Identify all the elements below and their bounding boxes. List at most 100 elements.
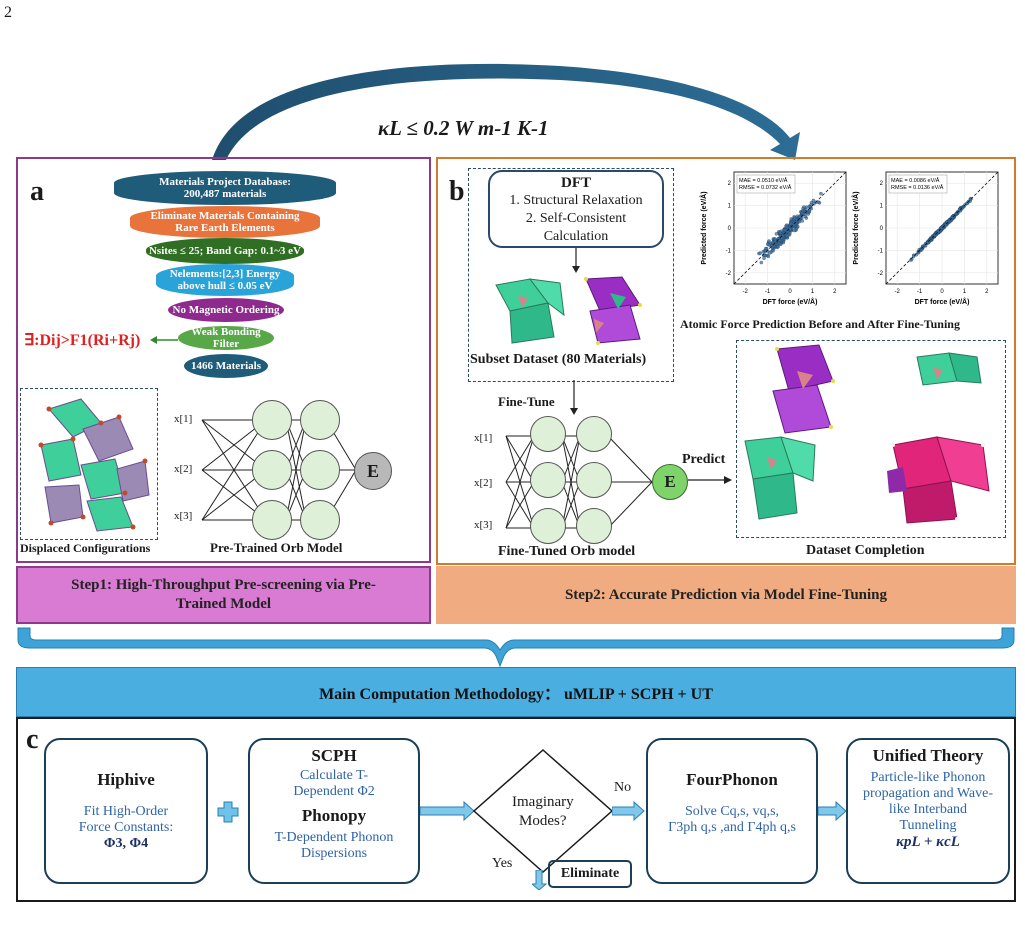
decision-line1: Imaginary	[512, 794, 574, 810]
unified-line1: Particle-like Phonon	[870, 770, 986, 785]
data-point	[928, 238, 933, 243]
dft-down-arrow	[572, 248, 580, 273]
top-arrow-label: κL ≤ 0.2 W m-1 K-1	[378, 116, 549, 140]
step2-title: Step2: Accurate Prediction via Model Fin…	[436, 566, 1016, 624]
eliminate-box: Eliminate	[548, 860, 632, 888]
y-axis-label: Predicted force (eV/Å)	[699, 191, 708, 264]
y-tick-label: -2	[878, 271, 884, 277]
funnel-level-1: Materials Project Database: 200,487 mate…	[114, 171, 336, 205]
x-tick-label: 1	[811, 289, 815, 295]
fourphonon-box: FourPhonon Solve Cq,s, vq,s, Γ3ph q,s ,a…	[646, 738, 818, 884]
data-point	[798, 215, 802, 219]
data-point	[766, 254, 771, 259]
y-tick-label: -1	[726, 248, 732, 254]
finetuned-node	[530, 416, 566, 452]
pretrained-node	[252, 450, 292, 490]
dft-step-3: Calculation	[543, 229, 609, 244]
scph-box: SCPH Calculate T- Dependent Φ2 Phonopy T…	[248, 738, 420, 884]
scph-title: SCPH	[311, 746, 357, 765]
dft-step-1: 1. Structural Relaxation	[509, 193, 643, 208]
data-point	[801, 206, 805, 211]
scph-line2: Dependent Φ2	[293, 784, 375, 799]
data-point	[788, 226, 793, 231]
data-point	[767, 239, 771, 243]
finetuned-output-node: E	[652, 464, 688, 500]
x-tick-label: 2	[833, 289, 837, 295]
data-point	[910, 257, 914, 261]
phonopy-line1: T-Dependent Phonon	[274, 830, 394, 845]
data-point	[768, 251, 772, 255]
decision-no-arrow	[612, 800, 645, 822]
data-point	[771, 248, 775, 253]
y-tick-label: 0	[880, 226, 884, 232]
data-point	[758, 251, 762, 255]
step1-title: Step1: High-Throughput Pre-screening via…	[16, 566, 431, 624]
x-tick-label: 1	[963, 289, 967, 295]
plus-icon	[217, 801, 239, 823]
parity-line	[885, 171, 999, 285]
data-point	[801, 212, 805, 216]
finetuned-node	[530, 462, 566, 498]
funnel-level-5: No Magnetic Ordering	[168, 298, 284, 322]
fourphonon-title: FourPhonon	[686, 770, 778, 789]
finetuned-node	[576, 508, 612, 544]
decision-diamond	[472, 748, 614, 874]
data-point	[770, 240, 775, 245]
decision-no-label: No	[614, 780, 632, 795]
panel-a-letter: a	[30, 176, 44, 207]
pretrained-node	[252, 500, 292, 540]
y-axis-label: Predicted force (eV/Å)	[851, 191, 860, 264]
data-point	[759, 260, 764, 265]
data-point	[789, 217, 794, 221]
subset-structure-images	[495, 276, 642, 345]
hiphive-line2: Force Constants:	[78, 820, 174, 835]
decision-yes-label: Yes	[492, 856, 513, 871]
data-point	[762, 256, 766, 260]
main-methodology-bar: Main Computation Methodology： uMLIP + SC…	[16, 667, 1016, 717]
scph-line1: Calculate T-	[299, 768, 369, 783]
data-point	[949, 216, 954, 220]
data-point	[761, 249, 766, 254]
panel-b-letter: b	[449, 176, 465, 207]
x-axis-label: DFT force (eV/Å)	[763, 297, 818, 306]
funnel-level-4: Nelements:[2,3] Energy above hull ≤ 0.05…	[156, 264, 294, 296]
hiphive-box: Hiphive Fit High-Order Force Constants: …	[44, 738, 208, 884]
data-point	[784, 233, 789, 238]
dft-title: DFT	[561, 175, 591, 191]
x-tick-label: -1	[765, 289, 771, 295]
data-point	[778, 230, 782, 235]
y-tick-label: 1	[880, 204, 884, 210]
data-point	[776, 244, 780, 249]
y-tick-label: 1	[728, 204, 732, 210]
scph-to-decision-arrow	[420, 800, 475, 822]
unified-formula: κpL + κcL	[896, 834, 960, 850]
data-point	[761, 253, 766, 258]
data-point	[819, 191, 823, 196]
pretrained-node	[300, 500, 340, 540]
top-arc-arrow	[212, 63, 800, 160]
criterion-arrow	[150, 336, 178, 344]
panel-c-letter: c	[26, 724, 39, 755]
phonopy-title: Phonopy	[301, 806, 367, 825]
fourphonon-line1: Solve Cq,s, vq,s,	[684, 804, 780, 819]
metric-text: RMSE = 0.0732 eV/Å	[739, 184, 792, 191]
data-point	[766, 242, 770, 247]
x-tick-label: 0	[788, 289, 792, 295]
subset-label: Subset Dataset (80 Materials)	[470, 352, 647, 367]
data-point	[788, 231, 792, 235]
finetune-arrow	[570, 380, 578, 415]
finetuned-node	[576, 416, 612, 452]
subset-dashed-box	[468, 168, 674, 382]
data-point	[803, 214, 808, 219]
funnel-level-6: Weak Bonding Filter	[178, 326, 274, 350]
pretrained-output-node: E	[354, 452, 392, 490]
parity-line	[733, 171, 847, 285]
finetuned-input-1: x[1]	[474, 432, 493, 444]
fourphonon-to-ut-arrow	[818, 800, 847, 822]
funnel-level-3: Nsites ≤ 25; Band Gap: 0.1~3 eV	[146, 238, 304, 264]
bonding-criterion: ∃:Dij>F1(Ri+Rj)	[24, 332, 141, 349]
displaced-structure-image	[38, 398, 150, 532]
unified-line2: propagation and Wave-	[862, 786, 993, 801]
data-point	[792, 216, 797, 220]
data-point	[939, 226, 943, 231]
